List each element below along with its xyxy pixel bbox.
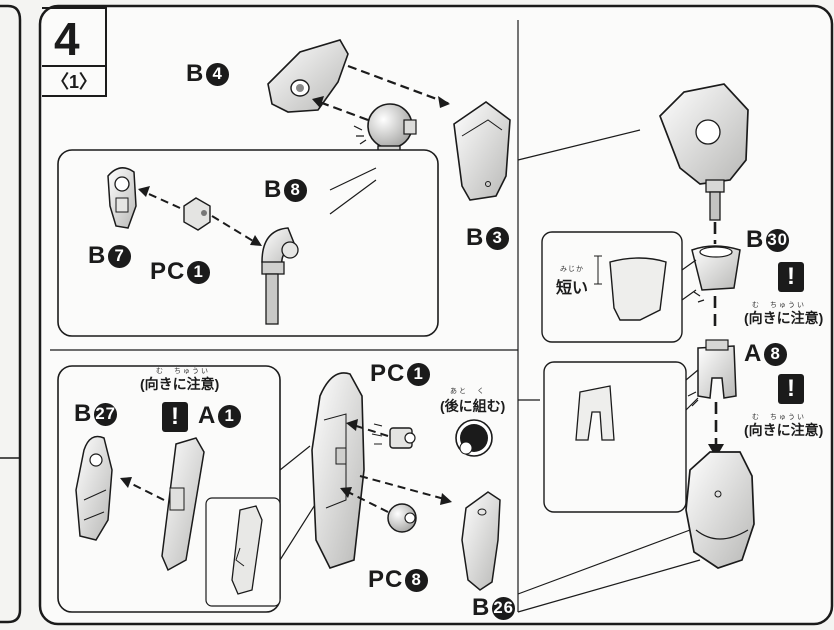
warning-icon-a8: !	[778, 374, 804, 404]
substep-label: 〈1〉	[50, 72, 97, 92]
part-a8-shape	[697, 339, 737, 399]
part-pc1-shape	[183, 197, 211, 231]
part-pc1-bottom-shape	[389, 427, 416, 449]
warning-icon: !	[162, 402, 188, 432]
short-label: 短い	[556, 280, 589, 297]
b30-note-ruby: む ちゅうい	[752, 302, 806, 309]
part-a1-shape	[161, 437, 205, 572]
direction-note-ruby: む ちゅうい	[156, 368, 210, 375]
later-note: (後に組む)	[440, 398, 506, 414]
b30-note: (向きに注意)	[744, 310, 824, 326]
part-b3-shape	[453, 101, 511, 201]
shoulder-armor-shape	[311, 372, 365, 569]
a8-note: (向きに注意)	[744, 422, 824, 438]
step-number-box	[42, 7, 107, 97]
a8-inset-box	[543, 361, 687, 513]
forearm-shape	[685, 451, 755, 569]
part-b8-shape	[261, 227, 299, 325]
direction-note: (向きに注意)	[140, 376, 220, 392]
upper-arm-shape	[659, 83, 749, 221]
step-number: 4	[54, 13, 80, 65]
a8-note-ruby: む ちゅうい	[752, 414, 806, 421]
part-b30-shape	[691, 245, 741, 291]
later-note-ruby: あと く	[450, 388, 486, 395]
warning-icon-b30: !	[778, 262, 804, 292]
part-pc8-shape	[387, 503, 417, 533]
short-label-ruby: みじか	[560, 266, 584, 273]
part-b26-shape	[461, 491, 501, 591]
adjacent-panel-border	[0, 4, 22, 624]
part-b7-shape	[107, 167, 137, 229]
part-b4-shape	[267, 39, 349, 113]
part-b27-shape	[75, 435, 113, 541]
